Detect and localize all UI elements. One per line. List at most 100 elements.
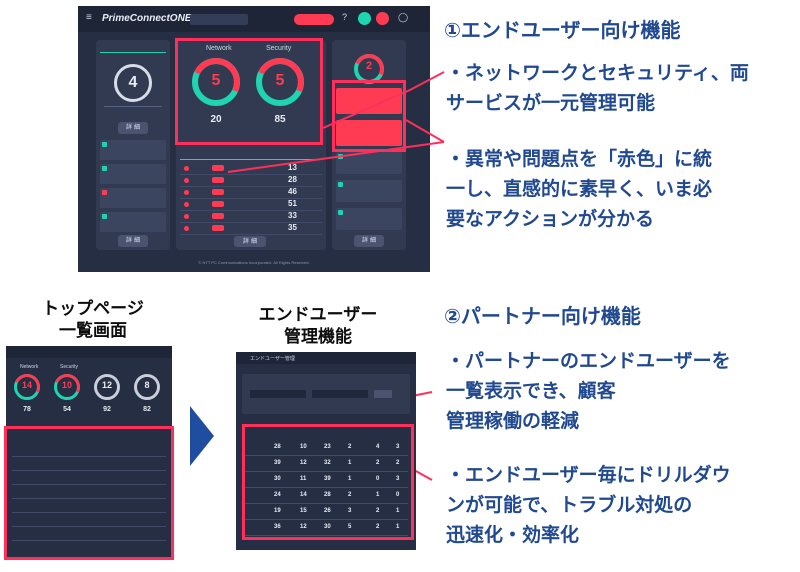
right-message-2	[336, 180, 402, 202]
thumb2-cell: 32	[324, 460, 331, 466]
status-icon-green[interactable]	[358, 12, 371, 25]
thumb2-title: エンドユーザー管理	[250, 356, 295, 362]
thumb2-search-input-2[interactable]	[312, 390, 368, 398]
highlight-top-list-table	[4, 426, 174, 560]
status-icon-red[interactable]	[376, 12, 389, 25]
thumb2-cell: 2	[376, 508, 380, 514]
security-total: 85	[274, 114, 286, 125]
thumb1-row-divider	[12, 456, 166, 457]
top-list-caption: トップページ 一覧画面	[42, 299, 144, 341]
dashboard-screenshot: ≡ PrimeConnectONE ? ◯ 4 詳 細 詳 細 Network …	[78, 6, 430, 272]
thumb2-cell: 1	[348, 476, 352, 482]
status-badge	[212, 201, 224, 207]
enduser-bullet-2: ・異常や問題点を「赤色」に統 一し、直感的に素早く、いま必 要なアクションが分か…	[446, 148, 713, 230]
thumb2-cell: 3	[396, 476, 400, 482]
thumb2-cell: 30	[274, 476, 281, 482]
right-panel: 2 詳 細	[332, 40, 406, 250]
user-icon[interactable]: ◯	[398, 12, 409, 22]
alert-pill[interactable]	[294, 14, 334, 25]
status-value: 46	[288, 187, 297, 196]
thumb1-row-divider	[12, 512, 166, 513]
enduser-mgmt-caption: エンドユーザー 管理機能	[258, 305, 378, 347]
thumb2-cell: 23	[324, 444, 331, 450]
thumb2-cell: 3	[396, 444, 400, 450]
thumb2-cell: 0	[396, 492, 400, 498]
thumb2-cell: 28	[274, 444, 281, 450]
highlight-alerts	[332, 80, 406, 152]
alert-card-1[interactable]	[336, 88, 402, 114]
thumb2-cell: 4	[376, 444, 380, 450]
menu-icon[interactable]: ≡	[86, 12, 92, 23]
thumb2-row-divider	[244, 487, 408, 488]
tenant-select[interactable]	[190, 14, 248, 25]
status-value: 13	[288, 163, 297, 172]
left-gauge	[114, 64, 152, 102]
partner-bullet-1: ・パートナーのエンドユーザーを 一覧表示でき、顧客 管理稼働の軽減	[446, 350, 731, 432]
status-dot	[184, 190, 189, 195]
security-gauge-count: 5	[275, 72, 285, 89]
thumb2-cell: 19	[274, 508, 281, 514]
help-icon[interactable]: ?	[342, 12, 348, 22]
thumb2-row-divider	[244, 519, 408, 520]
list-header	[180, 152, 322, 160]
top-bar: ≡ PrimeConnectONE ? ◯	[78, 6, 430, 32]
row-divider	[180, 222, 322, 223]
thumb2-row-divider	[244, 455, 408, 456]
highlight-mgmt-table	[242, 424, 414, 540]
security-gauge	[249, 51, 311, 113]
status-value: 51	[288, 199, 297, 208]
status-value: 28	[288, 175, 297, 184]
left-message-4	[100, 212, 166, 232]
network-gauge-count: 5	[211, 72, 221, 89]
right-detail-button[interactable]: 詳 細	[354, 235, 384, 247]
thumb1-row-divider	[12, 540, 166, 541]
thumb2-cell: 30	[324, 524, 331, 530]
left-text-block	[104, 106, 162, 120]
thumb1-row-divider	[12, 526, 166, 527]
status-badge	[212, 177, 224, 183]
thumb2-cell: 1	[348, 460, 352, 466]
left-panel: 4 詳 細 詳 細	[96, 40, 170, 250]
thumb1-gauge-total: 82	[143, 406, 151, 413]
thumb1-gauge-value: 14	[21, 380, 32, 390]
thumb2-cell: 15	[300, 508, 307, 514]
left-panel-tabs[interactable]	[100, 44, 166, 53]
thumb2-cell: 5	[348, 524, 352, 530]
thumb1-row-divider	[12, 484, 166, 485]
thumb1-gauge-total: 92	[103, 406, 111, 413]
thumb2-cell: 10	[300, 444, 307, 450]
center-detail-button[interactable]: 詳 細	[234, 236, 266, 247]
thumb1-security-label: Security	[60, 364, 79, 370]
enduser-bullet-1: ・ネットワークとセキュリティ、両 サービスが一元管理可能	[446, 62, 749, 114]
thumb2-cell: 12	[300, 460, 307, 466]
network-gauge	[185, 51, 247, 113]
thumb1-gauge-total: 54	[63, 406, 71, 413]
thumb2-cell: 39	[274, 460, 281, 466]
alert-card-2[interactable]	[336, 120, 402, 146]
footer: © NTT PC Communications Incorporated, Al…	[198, 260, 310, 265]
thumb2-row-divider	[244, 535, 408, 536]
right-message-3	[336, 208, 402, 230]
thumb2-cell: 1	[396, 524, 400, 530]
thumb1-gauge	[10, 370, 44, 404]
thumb2-cell: 36	[274, 524, 281, 530]
partner-heading: ②パートナー向け機能	[444, 304, 641, 328]
thumb2-cell: 14	[300, 492, 307, 498]
thumb2-cell: 2	[396, 460, 400, 466]
left-message-2	[100, 164, 166, 184]
thumb2-cell: 0	[376, 476, 380, 482]
thumb2-cell: 12	[300, 524, 307, 530]
left-detail-button-2[interactable]: 詳 細	[118, 235, 148, 247]
thumb2-search-input[interactable]	[250, 390, 306, 398]
left-detail-button[interactable]: 詳 細	[118, 122, 148, 134]
security-title: Security	[266, 45, 292, 52]
status-dot	[184, 202, 189, 207]
row-divider	[180, 174, 322, 175]
highlight-gauges	[175, 38, 323, 145]
thumb1-gauge	[134, 374, 160, 400]
thumb2-topbar	[236, 352, 416, 364]
thumb2-search-button[interactable]	[374, 390, 392, 398]
